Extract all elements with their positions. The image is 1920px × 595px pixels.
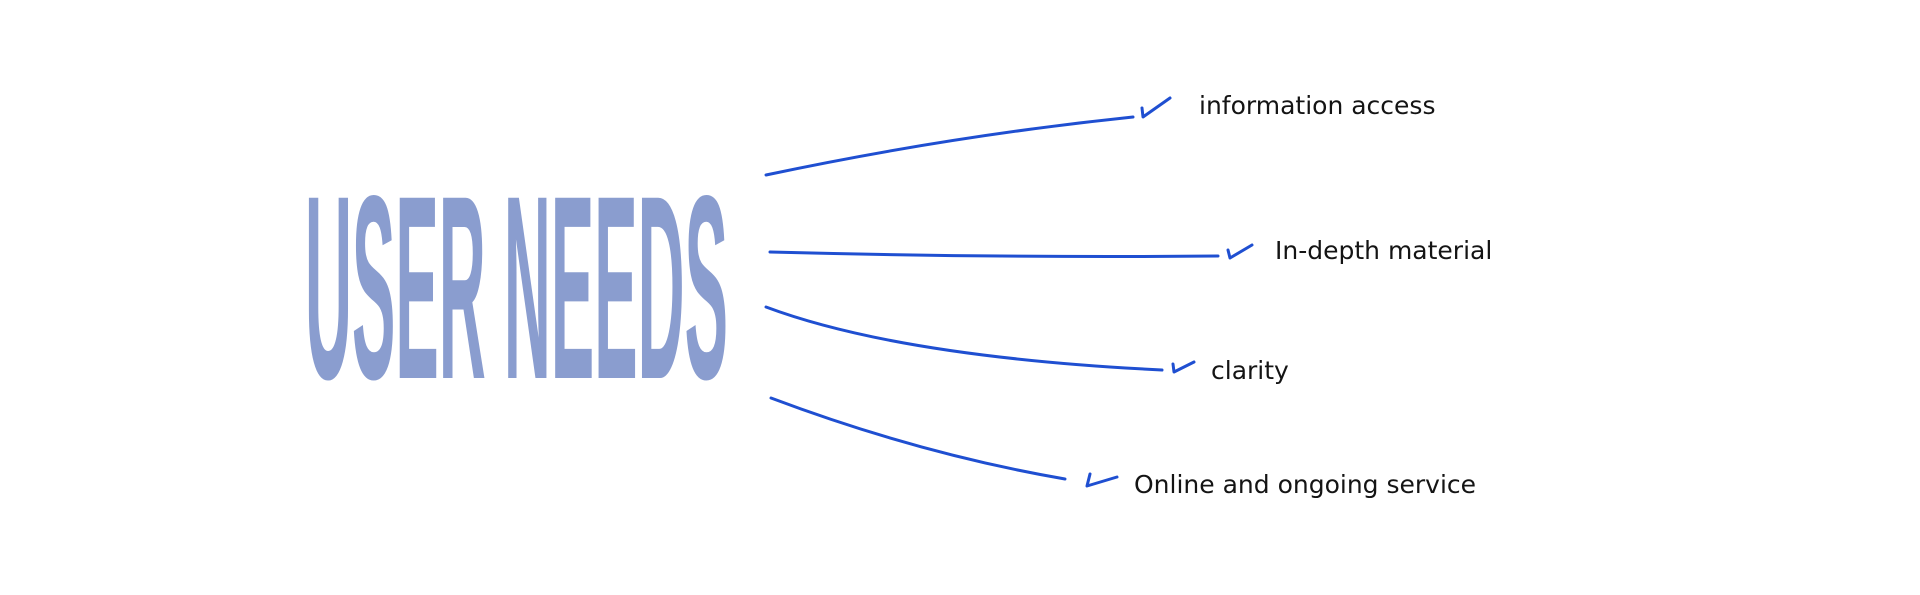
need-label-online-service: Online and ongoing service bbox=[1134, 470, 1477, 499]
diagram-title: USER NEEDS bbox=[305, 141, 728, 434]
need-label-information-access: information access bbox=[1199, 91, 1436, 120]
need-label-clarity: clarity bbox=[1211, 356, 1289, 385]
need-label-in-depth-material: In-depth material bbox=[1275, 236, 1493, 265]
